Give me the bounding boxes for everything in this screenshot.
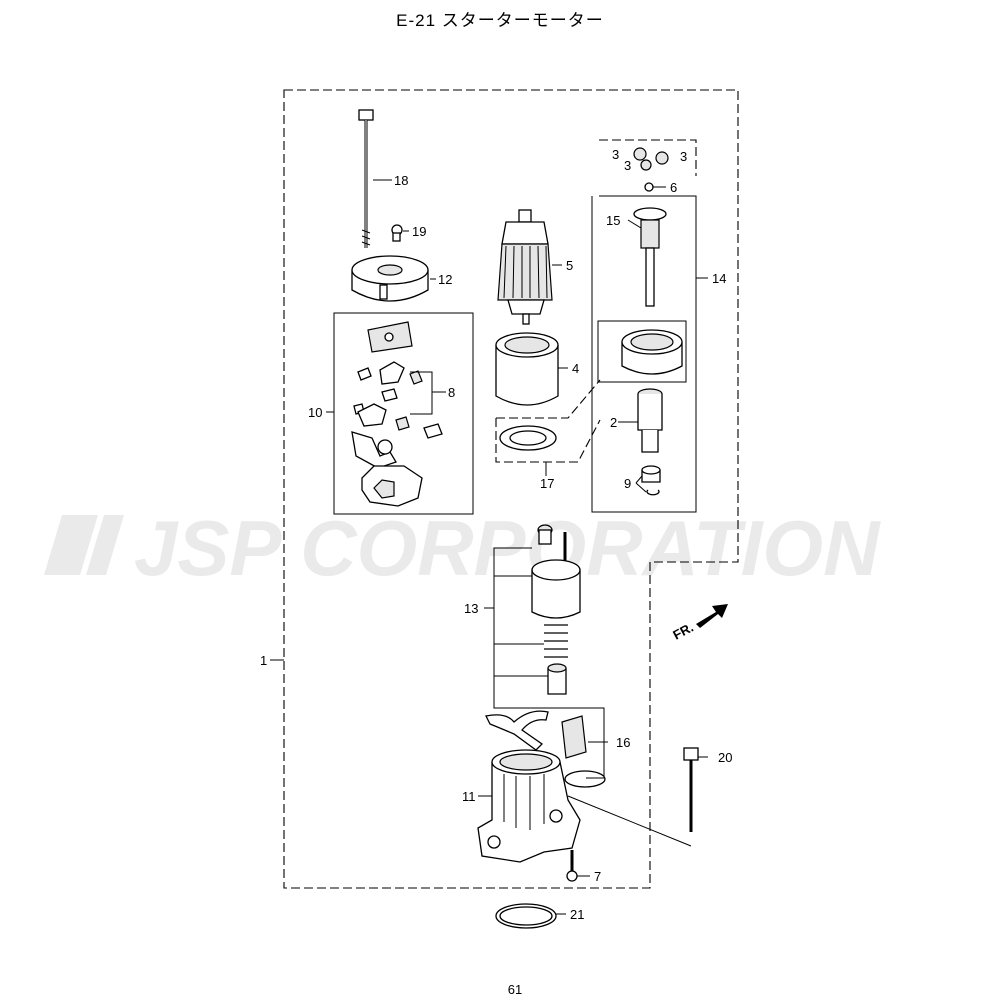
callout-10: 10 [308,405,322,420]
callout-21: 21 [570,907,584,922]
front-housing [477,749,581,863]
brush-holder-parts [326,321,446,507]
gear-shaft [627,207,667,307]
solenoid [484,524,581,709]
screw [391,224,409,242]
callout-1: 1 [260,653,267,668]
callout-7: 7 [594,869,601,884]
page-number: 61 [507,982,523,997]
internal-gear-box [597,320,687,383]
gear-parts [633,147,669,192]
callout-11: 11 [462,789,476,804]
page-title: E-21 スターターモーター [396,11,604,30]
callout-19: 19 [412,224,426,239]
housing-bolt [566,850,590,882]
callout-2: 2 [610,415,617,430]
o-ring [495,903,566,929]
watermark-logo-icon [44,515,124,575]
shift-lever [485,707,608,788]
pinion-group-box [591,195,697,513]
callout-18: 18 [394,173,408,188]
mounting-bolt [567,747,708,847]
callout-16: 16 [616,735,630,750]
callout-17: 17 [540,476,554,491]
callout-12: 12 [438,272,452,287]
end-cover [351,255,436,302]
yoke [495,332,568,406]
callout-13: 13 [464,601,478,616]
callout-4: 4 [572,361,579,376]
callout-numbers: 1 2 3 3 3 4 5 6 7 8 9 10 11 12 13 14 15 … [260,147,732,922]
pinion-clutch [618,388,663,453]
watermark: JSP CORPORATION [44,504,881,592]
assembly-boundary [283,89,739,889]
callout-3a: 3 [612,147,619,162]
plate-group-boundary [495,379,601,463]
callout-6: 6 [670,180,677,195]
plate [499,425,557,451]
callout-8: 8 [448,385,455,400]
callout-20: 20 [718,750,732,765]
callout-3b: 3 [624,158,631,173]
callout-5: 5 [566,258,573,273]
armature [497,209,562,325]
front-direction-arrow: FR. [670,604,728,643]
callout-3c: 3 [680,149,687,164]
internal-gear [621,329,683,375]
callout-9: 9 [624,476,631,491]
brush-holder-box [333,312,474,515]
retainer-ring [635,465,661,496]
callout-15: 15 [606,213,620,228]
through-bolt [358,109,392,248]
pinion-group-boundary [599,139,697,176]
direction-label: FR. [670,620,696,643]
callout-14: 14 [712,271,726,286]
